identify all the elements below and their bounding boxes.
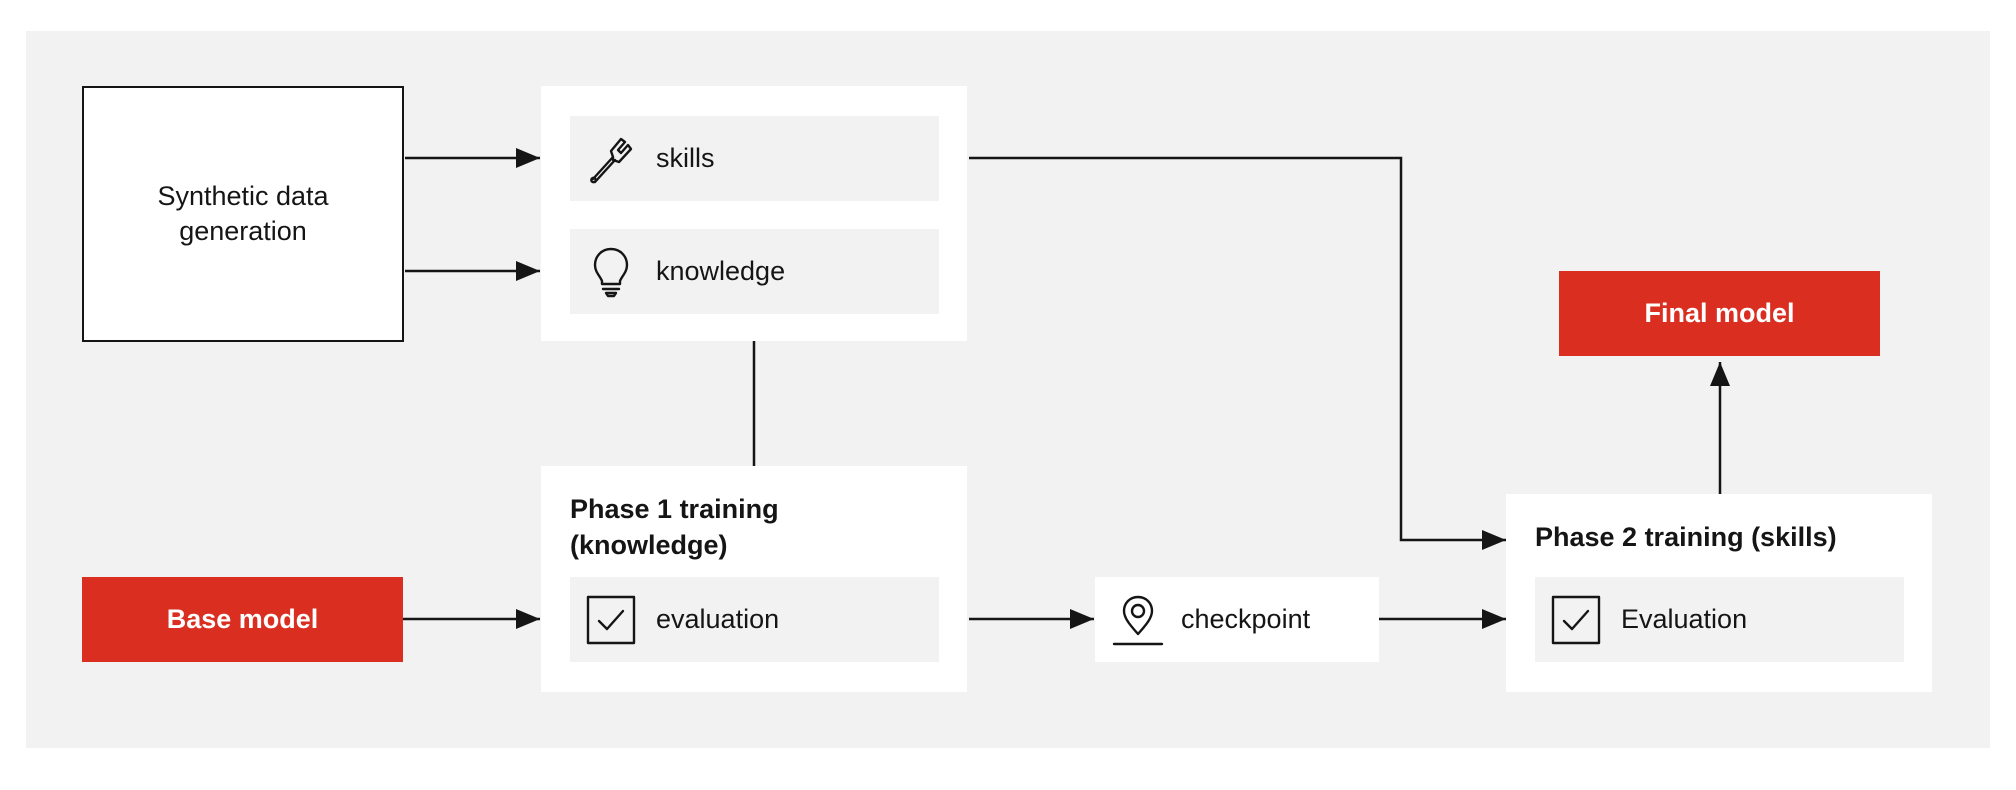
synthetic-data-label: Synthetic data generation xyxy=(157,180,329,246)
wrench-icon xyxy=(584,132,638,186)
checkbox-icon xyxy=(584,593,638,647)
checkpoint-label: checkpoint xyxy=(1181,604,1311,634)
base-model-box: Base model xyxy=(82,577,403,662)
phase2-training-box: Phase 2 training (skills) Evaluation xyxy=(1506,494,1932,692)
base-model-label: Base model xyxy=(166,604,319,634)
phase2-evaluation-label: Evaluation xyxy=(1621,604,1748,634)
final-model-label: Final model xyxy=(1644,298,1795,328)
skills-label: skills xyxy=(656,143,715,173)
synthetic-data-box: Synthetic data generation xyxy=(82,86,404,342)
phase1-title-line1: Phase 1 training xyxy=(570,494,779,524)
final-model-box: Final model xyxy=(1559,271,1880,356)
phase1-evaluation-card: evaluation xyxy=(570,577,939,662)
phase2-evaluation-card: Evaluation xyxy=(1535,577,1904,662)
phase1-evaluation-label: evaluation xyxy=(656,604,780,634)
knowledge-card: knowledge xyxy=(570,229,939,314)
skills-card: skills xyxy=(570,116,939,201)
checkbox-icon xyxy=(1549,593,1603,647)
phase1-title: Phase 1 training (knowledge) xyxy=(570,492,779,563)
lightbulb-icon xyxy=(584,245,638,299)
knowledge-label: knowledge xyxy=(656,256,786,286)
training-data-group: skills knowledge xyxy=(541,86,967,341)
location-pin-icon xyxy=(1111,593,1165,647)
phase1-training-box: Phase 1 training (knowledge) evaluation xyxy=(541,466,967,692)
phase2-title: Phase 2 training (skills) xyxy=(1535,522,1837,552)
checkpoint-box: checkpoint xyxy=(1095,577,1379,662)
phase1-title-line2: (knowledge) xyxy=(570,529,728,560)
